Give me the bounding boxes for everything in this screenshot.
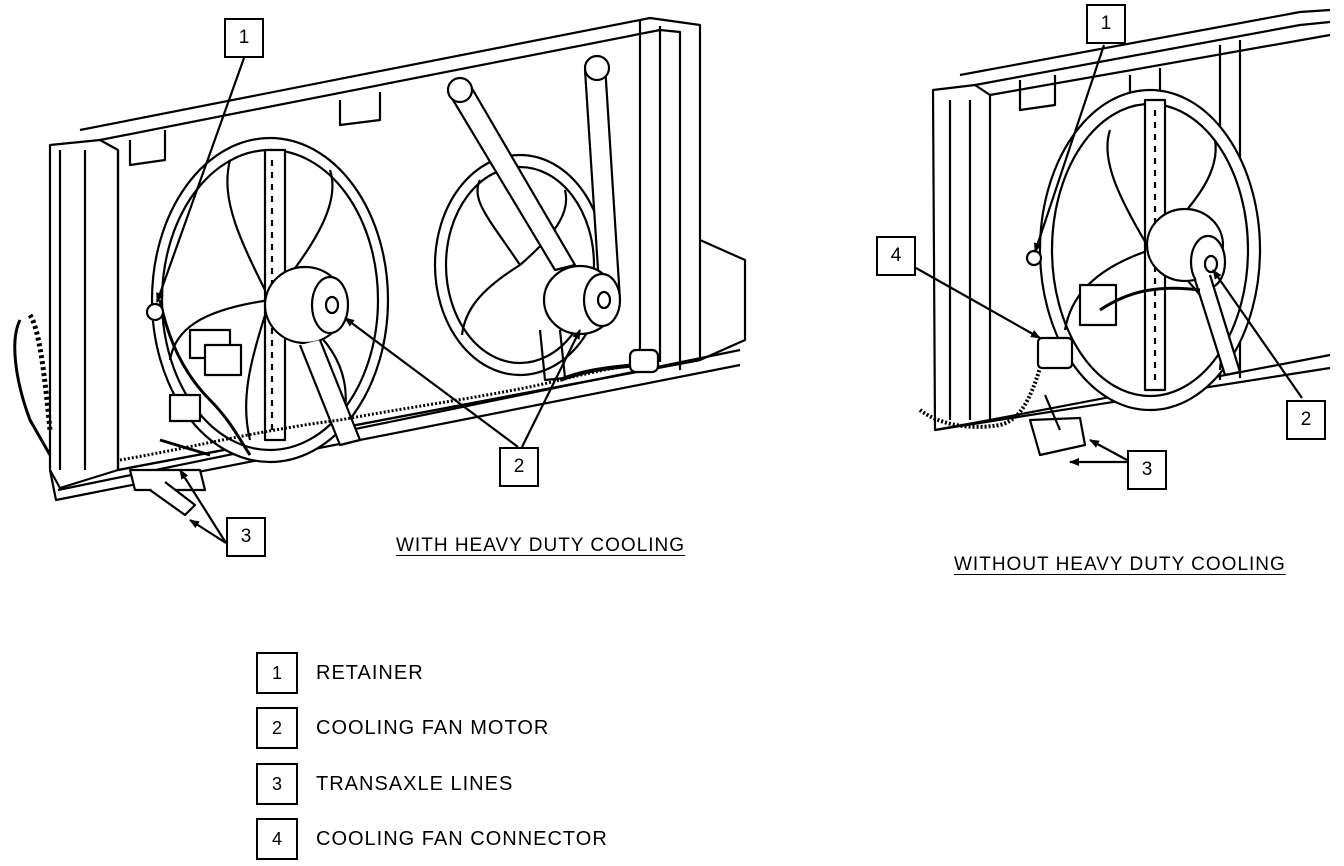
right-callout-3: 3 xyxy=(1127,450,1167,490)
left-fan-assembly xyxy=(13,16,747,517)
right-callout-4: 4 xyxy=(876,236,916,276)
legend-number: 3 xyxy=(256,763,298,805)
left-callout-3: 3 xyxy=(226,517,266,557)
right-view-caption: WITHOUT HEAVY DUTY COOLING xyxy=(954,554,1286,575)
left-view-caption: WITH HEAVY DUTY COOLING xyxy=(396,535,686,556)
left-callout-2: 2 xyxy=(499,447,539,487)
right-callout-1: 1 xyxy=(1086,4,1126,44)
legend-label: RETAINER xyxy=(316,661,424,684)
legend-label: TRANSAXLE LINES xyxy=(316,772,514,795)
right-leader-lines xyxy=(915,44,1303,466)
legend-label: COOLING FAN MOTOR xyxy=(316,716,550,739)
legend-row-3: 3 TRANSAXLE LINES xyxy=(256,763,513,805)
right-fan-assembly xyxy=(918,8,1331,457)
legend-row-2: 2 COOLING FAN MOTOR xyxy=(256,707,549,749)
right-callout-2: 2 xyxy=(1286,400,1326,440)
legend-label: COOLING FAN CONNECTOR xyxy=(316,827,608,850)
legend-number: 4 xyxy=(256,818,298,860)
legend-number: 1 xyxy=(256,652,298,694)
legend-row-1: 1 RETAINER xyxy=(256,652,424,694)
left-leader-lines xyxy=(155,57,581,544)
left-callout-1: 1 xyxy=(224,18,264,58)
legend-row-4: 4 COOLING FAN CONNECTOR xyxy=(256,818,608,860)
legend-number: 2 xyxy=(256,707,298,749)
